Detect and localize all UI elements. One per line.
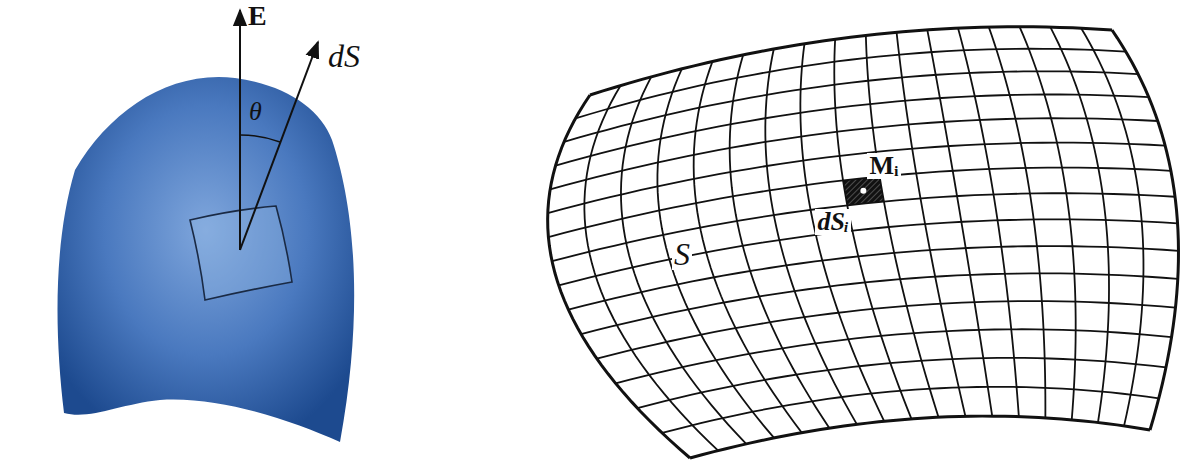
grid-line <box>1050 27 1109 422</box>
vector-label: E <box>246 2 269 30</box>
grid-line <box>590 27 1112 95</box>
element-label: dSᵢ <box>815 209 851 235</box>
grid-line <box>568 246 1178 310</box>
field-vector <box>239 10 241 250</box>
angle-arc <box>240 135 280 142</box>
grid-line <box>621 77 746 444</box>
grid-line <box>548 168 1170 237</box>
grid-line <box>616 329 1172 383</box>
point-marker <box>860 188 866 194</box>
point-label: Mᵢ <box>867 153 900 179</box>
grid-line <box>559 219 1178 285</box>
vector-label: dS <box>326 40 362 72</box>
surface-label: S <box>672 238 692 270</box>
angle-label: θ <box>247 99 264 125</box>
grid-line <box>552 193 1175 261</box>
grid-line <box>597 301 1176 359</box>
grid-line <box>989 27 1046 418</box>
grid-line <box>1112 30 1178 430</box>
area-vector <box>240 42 318 250</box>
grid-line <box>690 416 1150 458</box>
surface-cell <box>843 177 884 206</box>
grid-line <box>548 143 1165 213</box>
grid-line <box>662 387 1159 433</box>
grid-line <box>1081 28 1143 426</box>
grid-line <box>657 69 774 438</box>
grid-line <box>1020 27 1076 420</box>
grid-line <box>581 273 1178 334</box>
surface-blob <box>58 77 355 442</box>
surface-grid <box>548 27 1179 458</box>
grid-line <box>637 358 1166 408</box>
